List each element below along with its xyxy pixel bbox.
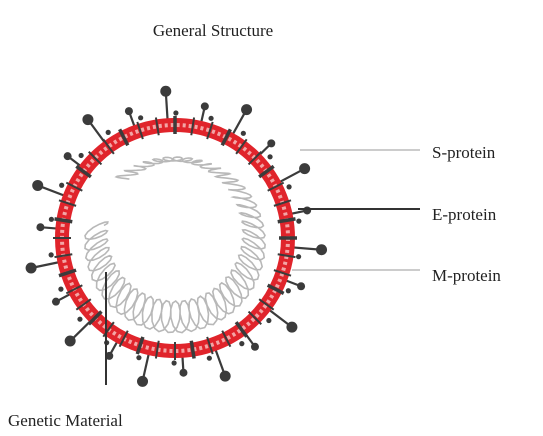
spike-bud	[49, 252, 54, 257]
spike-bud	[267, 154, 272, 159]
spike-head	[52, 298, 60, 306]
spike-head	[160, 86, 171, 97]
spike-head	[125, 107, 133, 115]
spike-head	[26, 263, 37, 274]
spike-bud	[171, 360, 176, 365]
spike-head	[316, 244, 327, 255]
diagram-title: General Structure	[153, 21, 273, 40]
spike-head	[241, 104, 252, 115]
spike-bud	[59, 183, 64, 188]
spike-head	[299, 163, 310, 174]
genetic-material-coil	[85, 157, 265, 333]
spike-head	[32, 180, 43, 191]
spike-head	[201, 102, 209, 110]
s-protein-label: S-protein	[432, 143, 496, 162]
m-protein-label: M-protein	[432, 266, 501, 285]
spike-bud	[286, 184, 291, 189]
spike-head	[286, 322, 297, 333]
spike-bud	[239, 341, 244, 346]
spike-head	[220, 371, 231, 382]
spike-head	[64, 152, 72, 160]
spike-head	[137, 376, 148, 387]
spike-head	[303, 206, 311, 214]
spike-bud	[241, 131, 246, 136]
spike-bud	[173, 110, 178, 115]
spike-bud	[77, 317, 82, 322]
spike-head	[297, 282, 305, 290]
e-protein-label: E-protein	[432, 205, 497, 224]
genetic-material-label: Genetic Material	[8, 411, 123, 430]
spike-head	[179, 369, 187, 377]
spike-bud	[49, 217, 54, 222]
spike-bud	[106, 130, 111, 135]
virus-particle	[26, 86, 327, 387]
spike-head	[36, 223, 44, 231]
rna-coil-path	[85, 157, 265, 333]
spike-bud	[208, 116, 213, 121]
spike-bud	[296, 254, 301, 259]
spike-bud	[266, 318, 271, 323]
spike-bud	[79, 153, 84, 158]
spike-head	[65, 336, 76, 347]
spike-bud	[138, 115, 143, 120]
spike-head	[267, 139, 275, 147]
spike-head	[251, 343, 259, 351]
spike-bud	[296, 219, 301, 224]
spike-bud	[58, 287, 63, 292]
spike-bud	[136, 355, 141, 360]
spike-head	[82, 114, 93, 125]
spike-bud	[286, 288, 291, 293]
spike-bud	[207, 356, 212, 361]
